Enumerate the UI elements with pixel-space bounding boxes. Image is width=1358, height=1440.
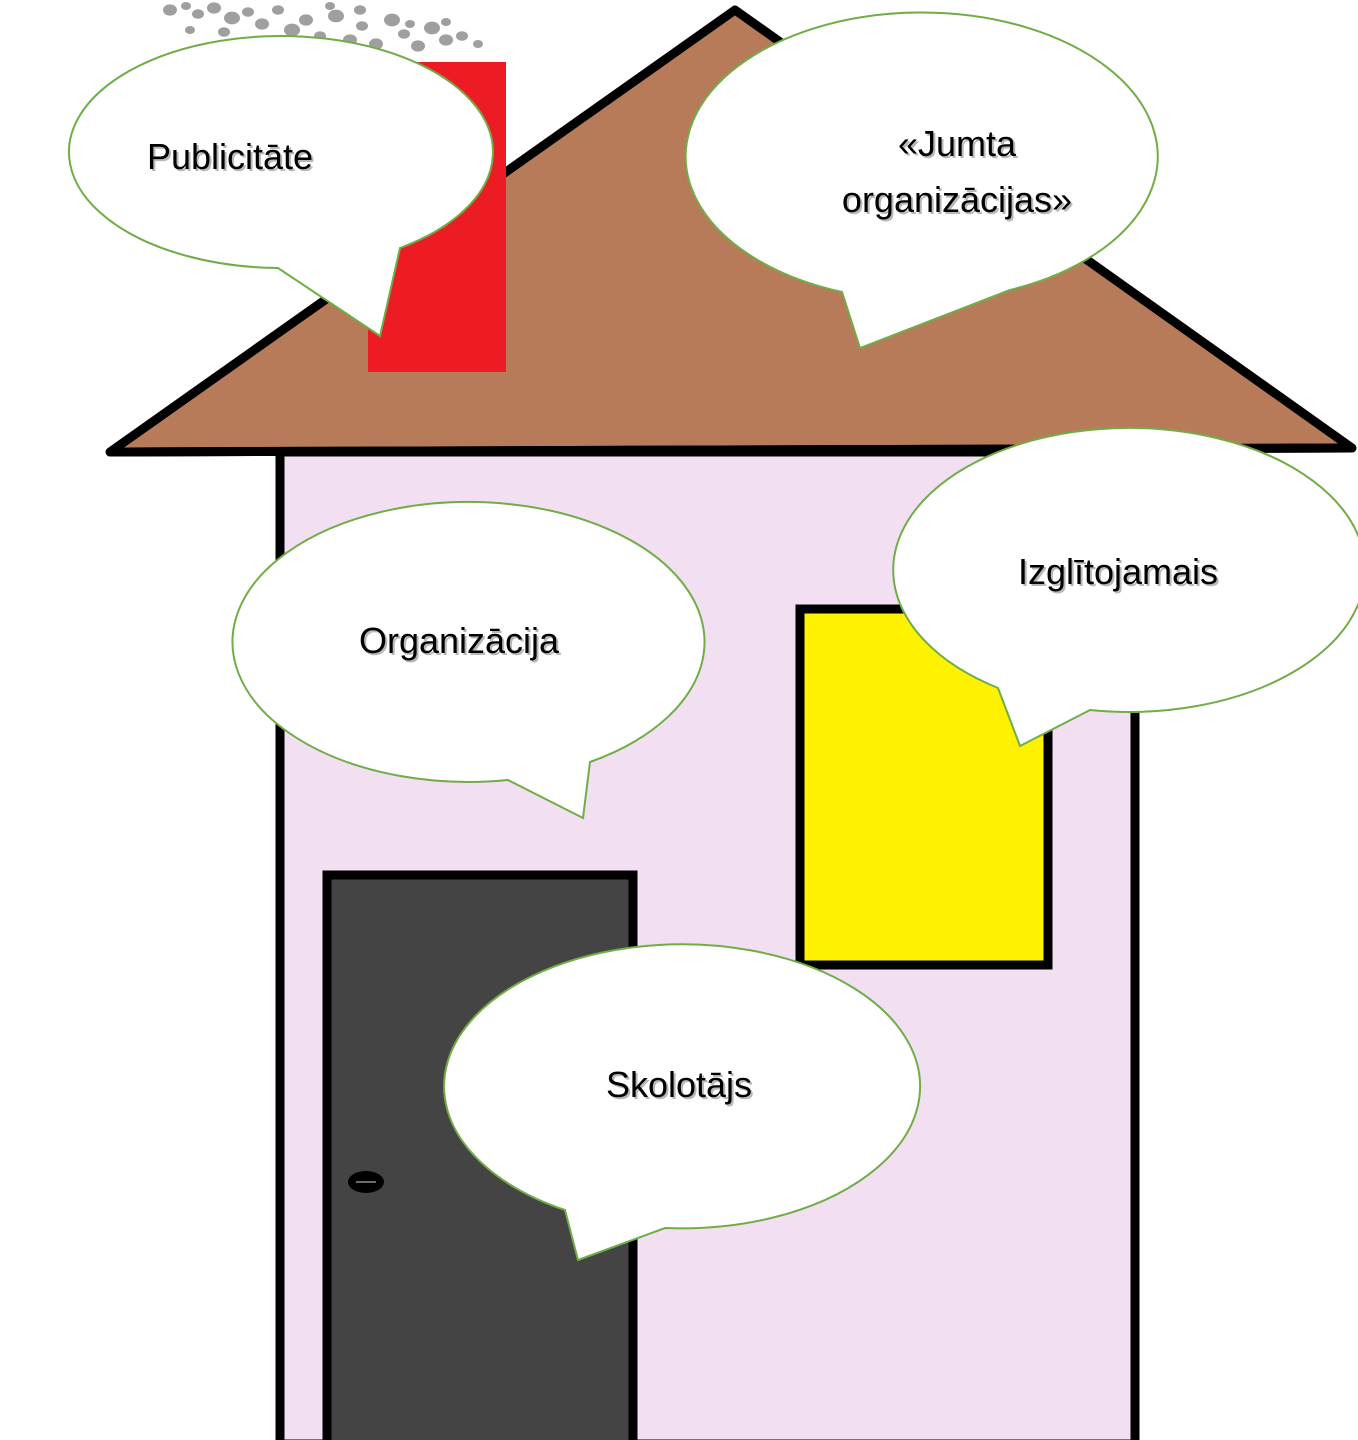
bubble-text-shadow: Publicitāte (149, 138, 315, 179)
smoke-puff (207, 2, 221, 14)
smoke-puff (439, 34, 453, 46)
smoke-puff (354, 5, 366, 15)
smoke-puff (356, 21, 368, 31)
smoke-puff (163, 4, 177, 16)
smoke-puff (224, 11, 240, 25)
bubble-shape (68, 35, 494, 338)
speech-bubble-learner: Izglītojamais Izglītojamais (892, 427, 1358, 748)
smoke-puff (405, 20, 415, 28)
smoke-puff (328, 9, 344, 23)
bubble-label: Skolotājs (606, 1064, 752, 1105)
bubble-text-shadow: organizācijas» (844, 181, 1074, 222)
smoke-puff (185, 26, 195, 34)
bubble-label: Izglītojamais (1018, 551, 1218, 592)
smoke-puff (411, 40, 425, 52)
bubble-text-shadow: Organizācija (361, 622, 562, 663)
bubble-shape (443, 943, 922, 1262)
smoke-puff (299, 14, 313, 26)
bubble-label-line-2: organizācijas» (842, 179, 1072, 220)
bubble-label: Organizācija (359, 620, 560, 661)
smoke-puff (218, 27, 230, 37)
bubble-label: Publicitāte (147, 136, 313, 177)
bubble-shape (892, 427, 1358, 748)
smoke-puff (242, 7, 254, 17)
speech-bubble-teacher: Skolotājs Skolotājs (443, 943, 922, 1262)
smoke-puff (284, 23, 300, 37)
smoke-puff (325, 2, 335, 10)
smoke-puff (181, 2, 191, 10)
speech-bubble-publicity: Publicitāte Publicitāte (68, 35, 494, 338)
smoke-puff (398, 29, 410, 39)
bubble-text-shadow: Izglītojamais (1020, 553, 1220, 594)
smoke-puff (473, 40, 483, 48)
speech-bubble-umbrella-organizations: «Jumta «Jumta organizācijas» organizācij… (684, 11, 1159, 350)
smoke-puff (441, 18, 451, 26)
speech-bubble-organization: Organizācija Organizācija (231, 500, 706, 820)
smoke-puff (384, 13, 400, 27)
smoke-puff (456, 31, 468, 41)
bubble-shape (231, 500, 706, 820)
bubble-text-shadow: Skolotājs (608, 1066, 754, 1107)
smoke-puff (424, 21, 440, 35)
bubble-shape (684, 11, 1159, 350)
smoke-puff (272, 5, 284, 15)
smoke-puff (255, 18, 269, 30)
smoke-puff (192, 9, 204, 19)
bubble-label-line-1: «Jumta (898, 123, 1017, 164)
bubble-text-shadow: «Jumta (900, 125, 1019, 166)
